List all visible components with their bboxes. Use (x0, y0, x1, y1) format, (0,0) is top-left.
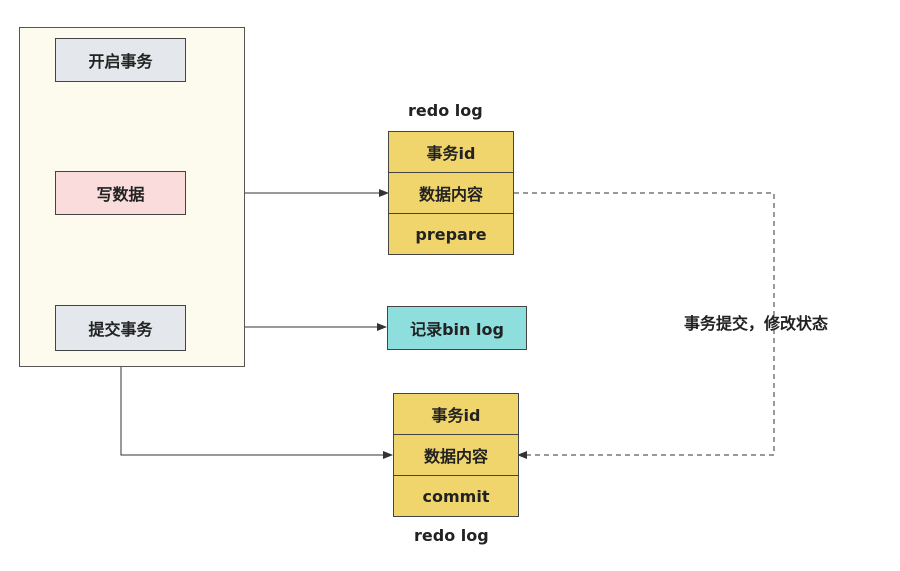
write-data-box: 写数据 (55, 171, 186, 215)
dashed-arrow-state-change (514, 192, 775, 459)
start-transaction-box: 开启事务 (55, 38, 186, 82)
redo-log-caption-top: redo log (408, 101, 483, 120)
redo-log-row-data: 数据内容 (388, 172, 514, 214)
arrow-commit-to-redo-commit (120, 352, 393, 459)
redo-log-commit-row-data: 数据内容 (393, 434, 519, 476)
redo-log-caption-bottom: redo log (414, 526, 489, 545)
redo-log-commit-row-txid: 事务id (393, 393, 519, 435)
binlog-box: 记录bin log (387, 306, 527, 350)
state-change-label: 事务提交，修改状态 (684, 314, 829, 333)
commit-transaction-box: 提交事务 (55, 305, 186, 351)
redo-log-row-prepare: prepare (388, 213, 514, 255)
redo-log-commit-row-commit: commit (393, 475, 519, 517)
redo-log-row-txid: 事务id (388, 131, 514, 173)
